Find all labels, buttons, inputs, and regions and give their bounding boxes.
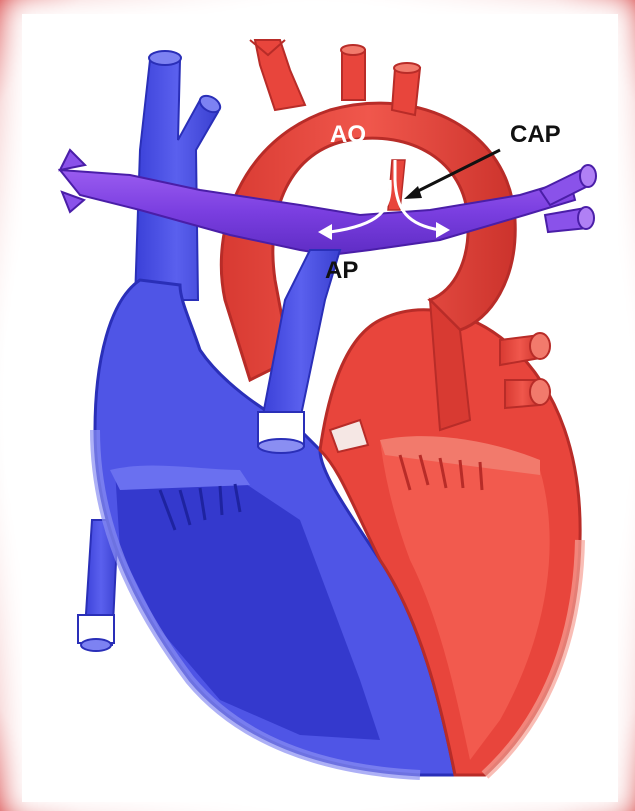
superior-vena-cava [135,51,223,300]
label-aorta: AO [330,121,366,148]
label-ductus: CAP [510,121,561,148]
label-pulmonary-artery: AP [325,257,358,284]
